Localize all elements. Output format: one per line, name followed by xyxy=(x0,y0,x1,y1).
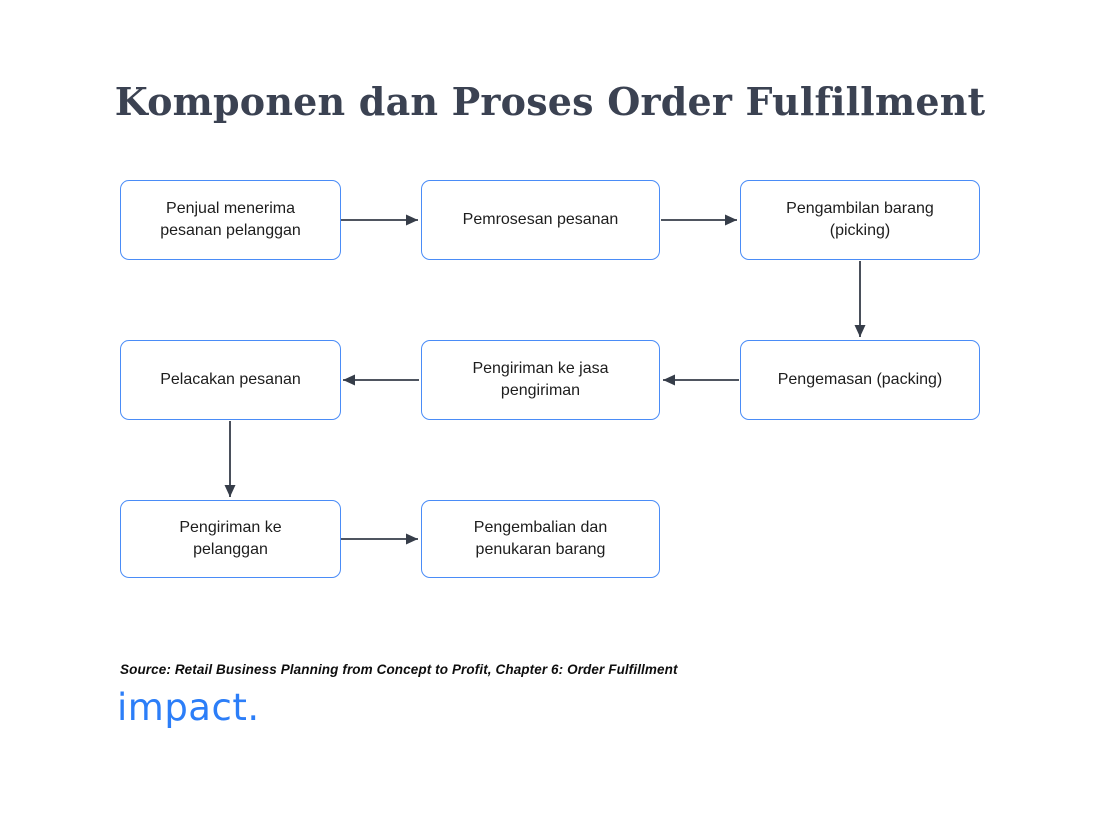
flow-box-pelacakan: Pelacakan pesanan xyxy=(120,340,341,420)
flow-box-pengambilan-barang: Pengambilan barang (picking) xyxy=(740,180,980,260)
flow-box-pengiriman-pelanggan: Pengiriman ke pelanggan xyxy=(120,500,341,578)
flow-box-terima-pesanan: Penjual menerima pesanan pelanggan xyxy=(120,180,341,260)
page-title: Komponen dan Proses Order Fulfillment xyxy=(114,79,986,125)
impact-logo: impact. xyxy=(117,686,260,729)
flow-box-label: Pelacakan pesanan xyxy=(160,370,301,388)
flow-box-label: Pengembalian dan penukaran barang xyxy=(473,518,608,558)
flow-box-label: Pemrosesan pesanan xyxy=(462,210,619,228)
flow-box-pengiriman-jasa: Pengiriman ke jasa pengiriman xyxy=(421,340,660,420)
flow-box-label: Pengiriman ke pelanggan xyxy=(179,518,282,558)
flow-box-pemrosesan: Pemrosesan pesanan xyxy=(421,180,660,260)
flow-box-label: Pengiriman ke jasa pengiriman xyxy=(472,359,609,399)
source-citation: Source: Retail Business Planning from Co… xyxy=(120,662,678,677)
flow-box-label: Penjual menerima pesanan pelanggan xyxy=(160,199,301,239)
flow-box-label: Pengambilan barang (picking) xyxy=(786,199,934,239)
flow-box-pengemasan: Pengemasan (packing) xyxy=(740,340,980,420)
flow-box-pengembalian: Pengembalian dan penukaran barang xyxy=(421,500,660,578)
flow-box-label: Pengemasan (packing) xyxy=(777,370,943,388)
